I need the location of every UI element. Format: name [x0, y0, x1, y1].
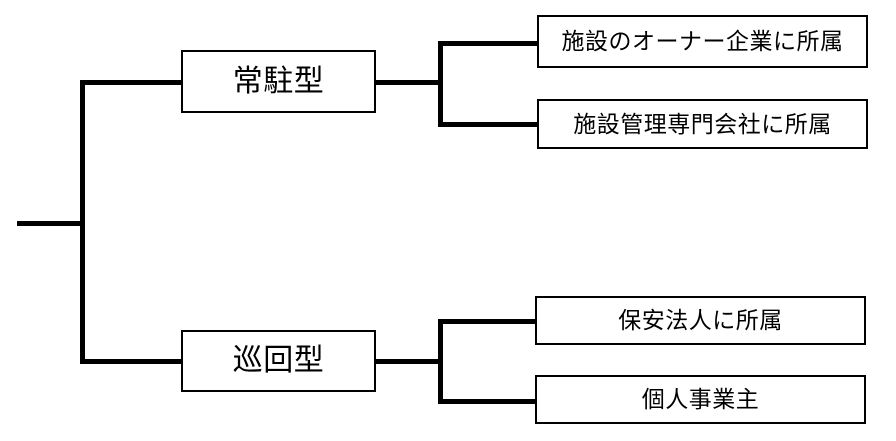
root-to-resident-line [80, 80, 183, 85]
resident-junction-vertical [438, 41, 443, 127]
patrol-child1-line [438, 319, 537, 324]
root-stem-line [17, 221, 85, 226]
resident-to-junction-line [374, 80, 443, 85]
node-facility-mgmt-company[interactable]: 施設管理専門会社に所属 [537, 99, 868, 149]
node-security-corporation-label: 保安法人に所属 [618, 307, 783, 333]
node-sole-proprietor-label: 個人事業主 [641, 386, 760, 412]
root-to-patrol-line [80, 359, 183, 364]
resident-child1-line [438, 41, 539, 46]
node-security-corporation[interactable]: 保安法人に所属 [535, 296, 866, 345]
node-resident[interactable]: 常駐型 [181, 50, 376, 113]
root-vertical-trunk [80, 80, 85, 364]
node-owner-company-label: 施設のオーナー企業に所属 [561, 28, 844, 54]
node-patrol-label: 巡回型 [232, 344, 325, 377]
node-resident-label: 常駐型 [232, 64, 325, 98]
node-owner-company[interactable]: 施設のオーナー企業に所属 [537, 15, 868, 68]
patrol-child2-line [438, 399, 537, 404]
node-sole-proprietor[interactable]: 個人事業主 [535, 375, 866, 424]
patrol-to-junction-line [374, 359, 443, 364]
patrol-junction-vertical [438, 319, 443, 404]
resident-child2-line [438, 122, 539, 127]
node-facility-mgmt-company-label: 施設管理専門会社に所属 [573, 110, 832, 137]
node-patrol[interactable]: 巡回型 [181, 330, 376, 392]
